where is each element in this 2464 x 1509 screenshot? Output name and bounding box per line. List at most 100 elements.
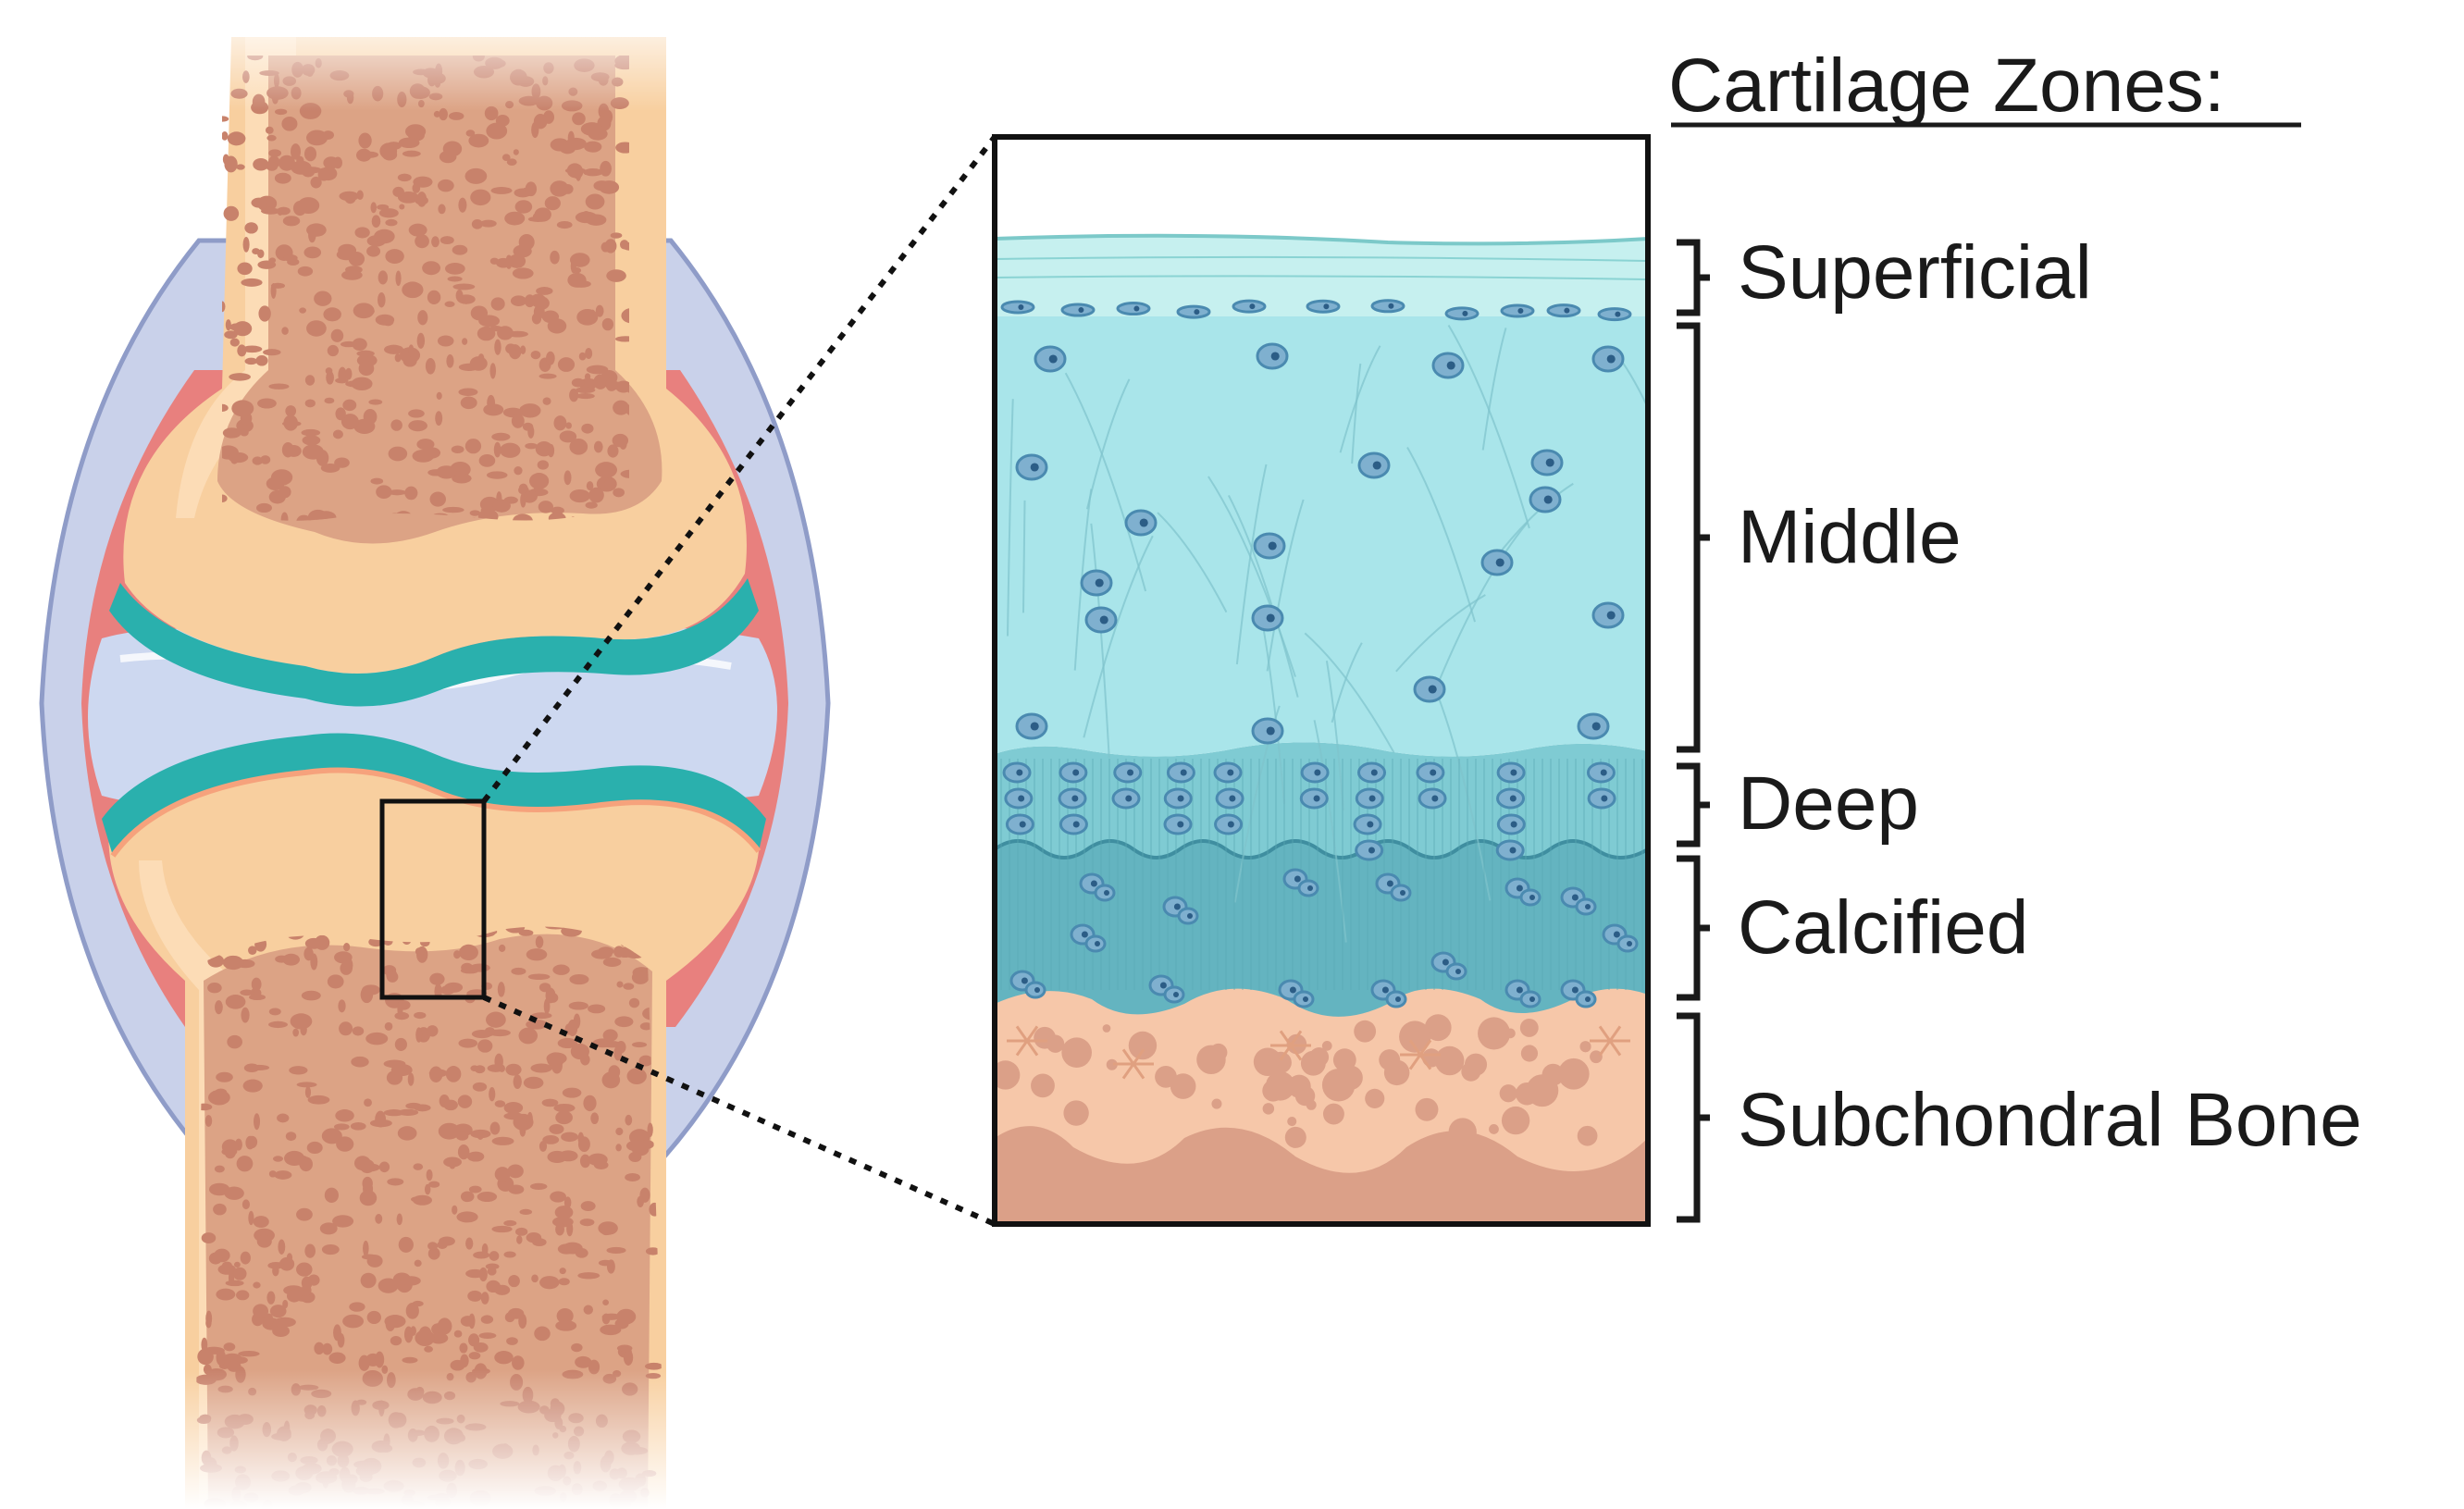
trabecula-spot [352, 338, 367, 351]
trabecula-spot [583, 1305, 594, 1315]
label-superficial: Superficial [1738, 230, 2092, 315]
trabecula-spot [310, 176, 322, 189]
trabecula-spot [578, 352, 587, 361]
trabecula-spot [489, 1251, 500, 1261]
bone-lacuna [1322, 1103, 1344, 1125]
trabecula-spot [383, 344, 404, 354]
trabecula-spot [524, 294, 536, 308]
trabecula-spot [478, 453, 496, 467]
trabecula-spot [442, 141, 463, 157]
chondrocyte-nucleus [1104, 890, 1109, 896]
trabecula-spot [257, 398, 277, 409]
bone-lacuna [1262, 1103, 1275, 1115]
bone-lacuna [1196, 1045, 1226, 1075]
trabecula-spot [615, 142, 629, 154]
collagen-fiber [1228, 494, 1299, 698]
trabecula-spot [569, 973, 589, 985]
trabecula-spot [397, 173, 412, 182]
osteocyte-process [1121, 1063, 1135, 1080]
chondrocyte-nucleus [1303, 996, 1308, 1002]
chondrocyte-nucleus [1591, 722, 1601, 731]
chondrocyte-nucleus [1071, 795, 1079, 802]
trabecula-spot [327, 974, 344, 989]
label-subchondral-bone: Subchondral Bone [1738, 1078, 2362, 1162]
chondrocyte-nucleus [1606, 611, 1616, 620]
trabecula-spot [268, 149, 282, 157]
chondrocyte-nucleus [1127, 769, 1134, 776]
bracket-deep [1677, 762, 1710, 847]
trabecula-spot [512, 1355, 525, 1370]
trabecula-spot [526, 948, 548, 961]
collagen-fiber [1436, 693, 1492, 901]
trabecula-spot [485, 1263, 500, 1270]
trabecula-spot [588, 1153, 608, 1167]
trabecula-spot [593, 440, 603, 453]
chondrocyte-nucleus [1018, 795, 1025, 802]
trabecula-spot [480, 1292, 489, 1305]
trabecula-spot [504, 1312, 515, 1323]
trabecula-spot [602, 1029, 618, 1042]
bone-lacuna [1262, 1080, 1284, 1102]
trabecula-spot [506, 1337, 518, 1345]
trabecula-spot [539, 1141, 548, 1152]
collagen-fiber [1262, 626, 1285, 804]
trabecula-spot [586, 365, 609, 375]
chondrocyte-nucleus [1372, 461, 1381, 470]
chondrocyte-nucleus [1030, 722, 1039, 731]
trabecula-spot [340, 340, 357, 348]
trabecula-spot [349, 1302, 365, 1312]
trabecula-spot [512, 513, 533, 521]
trabecula-spot [612, 433, 629, 448]
trabecula-spot [563, 470, 572, 486]
trabecula-spot [338, 999, 346, 1013]
trabecula-spot [445, 262, 465, 275]
trabecula-spot [647, 1122, 653, 1138]
chondrocyte-nucleus [1270, 352, 1280, 361]
trabecula-spot [306, 223, 327, 237]
trabecula-spot [619, 240, 629, 250]
trabecula-spot [532, 1238, 547, 1247]
trabecula-spot [623, 1349, 634, 1366]
trabecula-spot [258, 305, 271, 322]
trabecula-spot [408, 223, 427, 237]
trabecula-spot [201, 1337, 208, 1353]
trabecula-spot [241, 1007, 250, 1023]
trabecula-spot [625, 1114, 633, 1126]
bracket-subchondral-bone [1677, 1012, 1710, 1223]
trabecula-spot [427, 1247, 440, 1260]
trabecula-spot [494, 1167, 511, 1182]
trabecula-spot [550, 250, 560, 265]
trabecula-spot [479, 219, 497, 228]
trabecula-spot [613, 946, 625, 958]
trabecula-spot [637, 1195, 644, 1207]
trabecula-spot [375, 1110, 387, 1128]
trabecula-spot [581, 423, 594, 434]
trabecula-spot [497, 982, 505, 997]
trabecula-spot [539, 1276, 560, 1290]
trabecula-spot [246, 1135, 258, 1149]
collagen-fiber [1325, 661, 1344, 810]
trabecula-spot [518, 1027, 539, 1045]
trabecula-spot [526, 1019, 548, 1030]
trabecula-spot [524, 496, 535, 503]
bone-lacuna [1102, 1024, 1111, 1033]
trabecula-spot [358, 361, 375, 377]
bone-lacuna [1170, 1073, 1196, 1099]
chondrocyte-nucleus [1495, 558, 1504, 567]
chondrocyte-nucleus [1034, 987, 1040, 993]
trabecula-spot [266, 134, 277, 142]
chondrocyte [1444, 306, 1480, 321]
trabecula-spot [332, 1215, 354, 1228]
trabecula-spot [375, 1214, 383, 1224]
trabecula-spot [402, 1356, 418, 1364]
trabecula-spot [387, 489, 407, 496]
trabecula-spot [458, 197, 467, 213]
trabecula-spot [529, 473, 550, 489]
bone-lacuna [1268, 1051, 1282, 1067]
trabecula-spot [249, 994, 266, 1001]
trabecula-spot [376, 485, 392, 499]
trabecula-spot [396, 1213, 402, 1226]
trabecula-spot [378, 1278, 399, 1293]
trabecula-spot [236, 1290, 250, 1301]
collagen-fiber [1157, 512, 1228, 613]
